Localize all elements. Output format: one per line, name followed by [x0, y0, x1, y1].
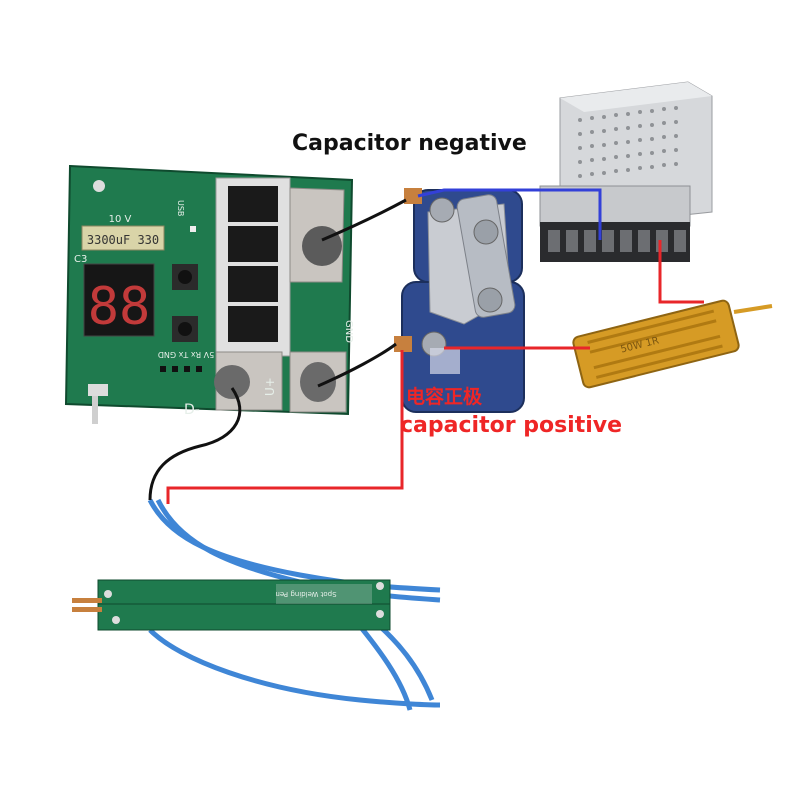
wire-red-pen [166, 350, 404, 504]
pen-label-text: Spot Welding Pen [275, 590, 336, 598]
power-supply [539, 81, 713, 262]
capacitor-value-text: 3300uF 330 [87, 233, 159, 247]
capacitor-positive-cn-label: 电容正极 [406, 386, 483, 408]
c3-text: C3 [74, 254, 87, 265]
seven-segment-display: 88 [83, 263, 155, 337]
resistor-lead [733, 304, 773, 314]
positive-lug [394, 336, 412, 352]
pen-probe-lower [72, 607, 102, 612]
pen-probe-upper [72, 598, 102, 603]
wire-blue-negative [417, 188, 602, 240]
capacitor-negative-label: Capacitor negative [292, 131, 527, 156]
power-supply-vents [578, 106, 678, 178]
u-plus-text: U+ [263, 377, 277, 396]
voltage-text: 10 V [109, 214, 132, 225]
usb-text: USB [176, 200, 185, 216]
bus-bar [456, 194, 516, 318]
wire-black-negative [321, 198, 407, 242]
gnd-text: GND [343, 320, 354, 343]
button-lower-cap [178, 322, 192, 336]
pen-board-lower [97, 603, 391, 631]
negative-terminal [429, 197, 455, 223]
port-row-text: 5V Rx Tx GND [158, 350, 214, 359]
capacitor-component [81, 225, 165, 251]
svg-text:88: 88 [88, 277, 151, 337]
mounting-hole [93, 180, 105, 192]
capacitor-positive-label: capacitor positive [400, 413, 623, 438]
welding-pen: Spot Welding Pen [72, 498, 441, 711]
negative-lug [404, 188, 422, 204]
supercapacitor-bank [401, 189, 525, 413]
control-board: 3300uF 330 10 V C3 88 5V Rx Tx GND USB D… [64, 164, 354, 424]
wire-black-positive [317, 342, 397, 388]
wire-red-supply [658, 240, 704, 304]
slide-switch[interactable] [88, 384, 108, 396]
d-minus-text: D- [184, 402, 200, 418]
pen-board-upper [97, 579, 391, 609]
load-resistor: 50W 1R [572, 299, 773, 389]
wire-black-pen [148, 387, 242, 501]
button-upper-cap [178, 270, 192, 284]
